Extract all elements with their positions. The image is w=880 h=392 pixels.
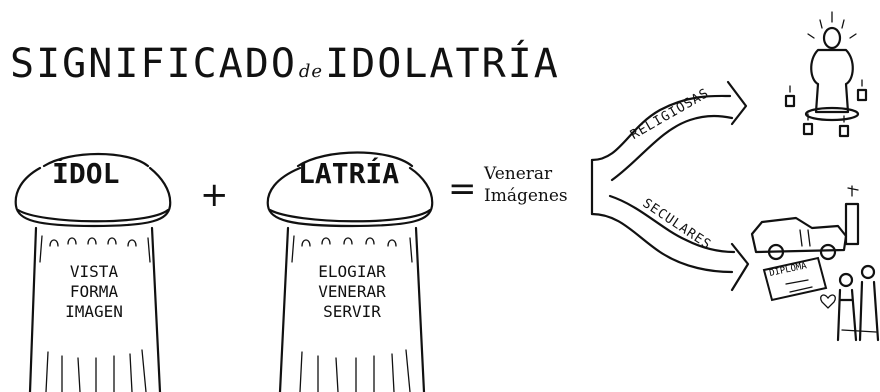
meaning-servir: SERVIR [323, 302, 381, 321]
result-text: Venerar Imágenes [484, 163, 568, 207]
column-idol [14, 152, 172, 392]
branch-arrows [590, 80, 750, 292]
car-icon [750, 185, 860, 261]
meaning-imagen: IMAGEN [65, 302, 123, 321]
candle-icon [784, 79, 868, 138]
meaning-venerar: VENERAR [318, 282, 386, 301]
title-word-significado: SIGNIFICADO [10, 41, 297, 87]
idol-meanings: VISTA FORMA IMAGEN [44, 262, 144, 322]
heart-icon [820, 294, 836, 309]
equals-operator: = [448, 169, 477, 209]
meaning-vista: VISTA [69, 262, 119, 281]
meaning-forma: FORMA [69, 282, 119, 301]
title-word-idolatria: IDOLATRÍA [325, 41, 560, 87]
diploma-icon: DIPLOMA [762, 256, 828, 302]
people-icon [836, 264, 880, 342]
cap-label-idol: ÍDOL [52, 157, 120, 190]
result-line-1: Venerar [484, 164, 553, 184]
meaning-elogiar: ELOGIAR [318, 262, 386, 281]
result-line-2: Imágenes [484, 186, 568, 206]
latria-meanings: ELOGIAR VENERAR SERVIR [296, 262, 408, 322]
cap-label-latria: LATRÍA [298, 157, 400, 190]
statue-icon [804, 11, 860, 122]
title-connector: de [298, 61, 324, 82]
plus-operator: + [200, 175, 229, 215]
column-latria [266, 151, 434, 392]
